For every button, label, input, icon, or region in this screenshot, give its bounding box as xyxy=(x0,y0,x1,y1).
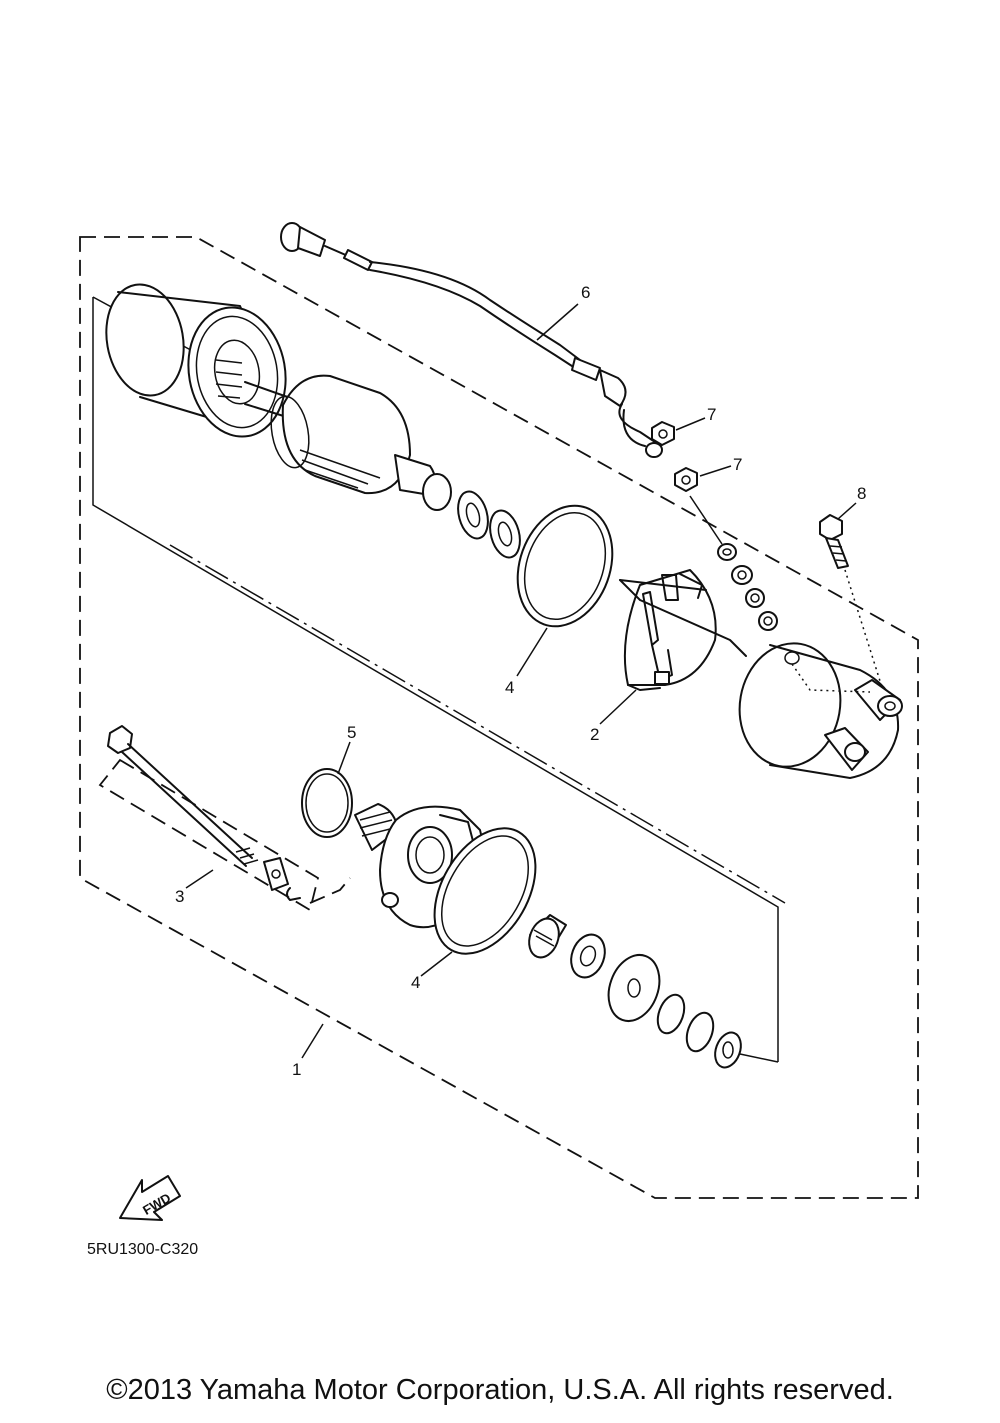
callout-3: 3 xyxy=(175,887,184,906)
yoke-housing xyxy=(105,283,287,438)
nut-alignment-line xyxy=(689,495,723,545)
callout-6: 6 xyxy=(581,283,590,302)
through-bolt-set xyxy=(98,725,351,912)
rear-cover xyxy=(738,642,903,779)
leader-7a xyxy=(675,417,706,431)
brush-holder xyxy=(619,569,747,691)
leader-6 xyxy=(536,303,579,341)
washer-stack-1 xyxy=(717,543,737,561)
leader-5 xyxy=(337,741,351,775)
screw-bolt xyxy=(819,514,849,569)
shim-2 xyxy=(685,1011,715,1053)
callout-5: 5 xyxy=(347,723,356,742)
bolt-alignment-line xyxy=(844,569,887,701)
copyright-notice: ©2013 Yamaha Motor Corporation, U.S.A. A… xyxy=(106,1374,894,1406)
o-ring-5 xyxy=(301,768,353,838)
callout-4: 4 xyxy=(411,973,420,992)
nut-lower xyxy=(674,467,698,492)
thrust-washer-2 xyxy=(489,509,521,559)
needle-bearing xyxy=(528,914,567,959)
fwd-arrow-icon: FWD xyxy=(119,1175,181,1221)
washer-stack-2 xyxy=(731,565,753,585)
leader-4b xyxy=(420,951,453,977)
part-code: 5RU1300-C320 xyxy=(87,1241,199,1258)
callout-2: 2 xyxy=(590,725,599,744)
callout-4: 4 xyxy=(505,678,514,697)
washer-stack-3 xyxy=(745,588,765,608)
callout-7: 7 xyxy=(733,455,742,474)
sub-assembly-boundary xyxy=(92,297,779,1062)
leader-4a xyxy=(516,627,548,677)
callout-8: 8 xyxy=(857,484,866,503)
callout-7: 7 xyxy=(707,405,716,424)
assembly-boundary xyxy=(79,236,919,1199)
o-ring-upper xyxy=(516,504,614,628)
nut-upper xyxy=(651,421,675,446)
armature xyxy=(244,374,452,511)
sub-assembly-boundary-lower xyxy=(169,544,786,904)
o-ring-lower xyxy=(433,827,537,955)
washer-plate xyxy=(607,954,661,1022)
washer-stack-4 xyxy=(758,611,778,631)
callout-1: 1 xyxy=(292,1060,301,1079)
leader-2 xyxy=(599,689,637,725)
lead-wire xyxy=(280,222,663,458)
leader-3 xyxy=(185,869,214,889)
leader-7b xyxy=(699,465,732,477)
leader-1 xyxy=(301,1023,324,1059)
leader-8 xyxy=(837,502,857,520)
oil-seal xyxy=(570,933,606,979)
thrust-washer-1 xyxy=(457,490,489,540)
washer-leader xyxy=(739,1053,779,1063)
shim-3 xyxy=(714,1031,742,1069)
shim-1 xyxy=(656,993,686,1035)
